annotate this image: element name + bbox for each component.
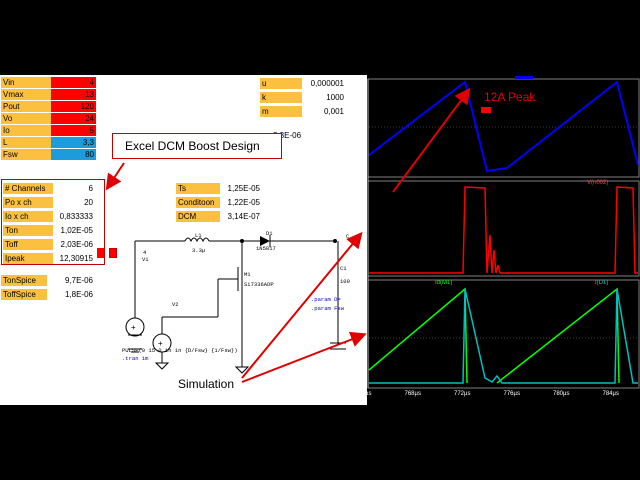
l1-value: 3.3µ xyxy=(192,247,206,254)
excel-cell-fsw-label[interactable]: Fsw xyxy=(1,149,51,160)
excel-cell-vmax-value[interactable]: 13 xyxy=(51,89,96,100)
peak-annotation: 12A Peak xyxy=(484,90,536,104)
m1-value: Si7336ADP xyxy=(244,281,274,288)
c1-value: 100 xyxy=(340,278,350,285)
excel-cell-u-value[interactable]: 0,000001 xyxy=(310,79,344,88)
pane-2-y-tick: 0V xyxy=(350,260,358,267)
spice-row-label[interactable]: ToffSpice xyxy=(1,289,47,300)
ts-row-label[interactable]: DCM xyxy=(176,211,220,222)
spice-row-label[interactable]: TonSpice xyxy=(1,275,47,286)
svg-text:+: + xyxy=(131,323,136,332)
excel-cell-vmax-label[interactable]: Vmax xyxy=(1,89,51,100)
ts-row-value[interactable]: 1,25E-05 xyxy=(227,184,260,193)
pane-2-y-tick: -3V xyxy=(350,270,360,276)
pane-2-drain-voltage-trace xyxy=(369,186,638,274)
c1-name: C1 xyxy=(340,265,347,272)
pane-1-y-tick: 6A xyxy=(353,119,361,125)
ts-row-label[interactable]: Ts xyxy=(176,183,220,194)
channels-row-value[interactable]: 12,30915 xyxy=(59,254,93,263)
pane-1-y-tick: 12A xyxy=(353,75,364,80)
pane-2-y-tick: 21V xyxy=(350,197,361,204)
pane-3-y-tick: -1A xyxy=(353,379,363,385)
channels-row-label[interactable]: Toff xyxy=(3,239,53,250)
ts-row-value[interactable]: 3,14E-07 xyxy=(227,212,260,221)
channels-row-value[interactable]: 20 xyxy=(84,198,93,207)
spice-row-value[interactable]: 9,7E-06 xyxy=(64,276,93,285)
excel-cell-m-label[interactable]: m xyxy=(260,106,302,117)
channels-row-value[interactable]: 6 xyxy=(88,184,93,193)
x-axis-tick: 776µs xyxy=(503,391,520,397)
channels-row-label[interactable]: Ipeak xyxy=(3,253,53,264)
pulse-directive: PULSE(0 15 0 1n 1n {D/Fsw} {1/Fsw}) xyxy=(122,347,238,354)
channels-table-border xyxy=(1,179,105,265)
ts-row-value[interactable]: 1,22E-05 xyxy=(227,198,260,207)
x-axis-tick: 772µs xyxy=(454,391,471,397)
x-axis-tick: 764µs xyxy=(355,391,372,397)
annotation-arrows xyxy=(105,87,471,383)
pane-2-y-tick: 27V xyxy=(350,179,361,185)
ipeak-marker xyxy=(97,248,104,258)
stray-value: 3,3E-06 xyxy=(273,131,302,140)
peak-marker xyxy=(481,107,491,113)
x-axis-tick: 780µs xyxy=(553,391,570,397)
pane-1-trace-label-swatch xyxy=(515,76,533,79)
excel-title-annotation: Excel DCM Boost Design xyxy=(125,139,260,153)
d1-name: D1 xyxy=(266,230,273,237)
excel-cell-vin-value[interactable]: 4 xyxy=(51,77,96,88)
x-axis-tick: 784µs xyxy=(602,391,619,397)
ipeak-flag-cell xyxy=(109,248,117,258)
excel-cell-pout-label[interactable]: Pout xyxy=(1,101,51,112)
excel-cell-vo-label[interactable]: Vo xyxy=(1,113,51,124)
pane-2-trace-label: V(n002) xyxy=(587,180,609,186)
scope-plot xyxy=(367,78,640,389)
excel-cell-vo-value[interactable]: 24 xyxy=(51,113,96,124)
pane-3-diode-current-trace xyxy=(369,288,638,384)
pane-2-y-tick: 18V xyxy=(350,206,361,213)
excel-cell-fsw-value[interactable]: 80 xyxy=(51,149,96,160)
composite-screenshot: 3,3E-06 Excel DCM Boost Design + xyxy=(0,75,640,405)
pane-2-y-tick: 15V xyxy=(350,215,361,222)
channels-row-label[interactable]: # Channels xyxy=(3,183,53,194)
pane-3-trace-label-1: Id(M1) xyxy=(435,280,453,286)
tran-directive: .tran 1m xyxy=(122,355,149,362)
x-axis-tick: 768µs xyxy=(404,391,421,397)
v1-name: V1 xyxy=(142,256,149,263)
excel-cell-pout-value[interactable]: 120 xyxy=(51,101,96,112)
m1-name: M1 xyxy=(244,271,251,278)
pane-1-y-tick: -1A xyxy=(353,169,363,175)
excel-cell-k-label[interactable]: k xyxy=(260,92,302,103)
pane-3-y-tick: 12A xyxy=(353,280,364,286)
l1-name: L1 xyxy=(195,232,202,239)
excel-cell-l-label[interactable]: L xyxy=(1,137,51,148)
channels-row-value[interactable]: 2,03E-06 xyxy=(60,240,93,249)
channels-row-label[interactable]: Io x ch xyxy=(3,211,53,222)
pane-1-inductor-current-trace xyxy=(368,80,639,173)
pane-2-y-tick: 3V xyxy=(350,251,358,258)
excel-cell-m-value[interactable]: 0,001 xyxy=(323,107,344,116)
channels-row-label[interactable]: Po x ch xyxy=(3,197,53,208)
boost-schematic: + + xyxy=(125,235,346,374)
simulation-annotation: Simulation xyxy=(178,377,235,391)
svg-text:+: + xyxy=(158,339,163,348)
excel-cell-u-label[interactable]: u xyxy=(260,78,302,89)
pane-3-trace-label-2: I(D1) xyxy=(595,280,609,286)
param-d-directive: .param D= xyxy=(311,296,341,303)
pane-2-y-tick: 12V xyxy=(350,224,361,231)
excel-cell-io-value[interactable]: 5 xyxy=(51,125,96,136)
excel-cell-k-value[interactable]: 1000 xyxy=(326,93,344,102)
excel-cell-io-label[interactable]: Io xyxy=(1,125,51,136)
d1-value: 1N5817 xyxy=(256,245,276,252)
spice-row-value[interactable]: 1,8E-06 xyxy=(64,290,93,299)
param-fsw-directive: .param Fsw xyxy=(311,305,345,312)
v1-value: 4 xyxy=(143,249,147,256)
channels-row-value[interactable]: 1,02E-05 xyxy=(60,226,93,235)
ts-row-label[interactable]: Conditoon xyxy=(176,197,220,208)
channels-row-value[interactable]: 0,833333 xyxy=(59,212,93,221)
pane-2-y-tick: 24V xyxy=(350,188,361,195)
excel-cell-vin-label[interactable]: Vin xyxy=(1,77,51,88)
v2-name: V2 xyxy=(172,301,179,308)
excel-cell-l-value[interactable]: 3,3 xyxy=(51,137,96,148)
channels-row-label[interactable]: Ton xyxy=(3,225,53,236)
